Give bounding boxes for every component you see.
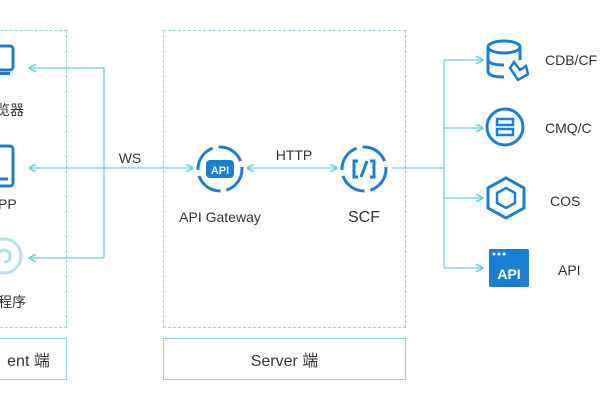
server-panel [163, 30, 406, 328]
message-queue-icon [485, 107, 525, 147]
api-gateway-icon: API [196, 145, 244, 193]
monitor-icon [0, 44, 15, 75]
http-label: HTTP [275, 147, 313, 163]
api-icon: API [489, 249, 529, 287]
phone-icon [0, 144, 15, 188]
client-item-label-browser: 览器 [0, 102, 24, 118]
database-icon [486, 39, 530, 82]
cos-icon [486, 176, 526, 220]
client-item-label-app: PP [0, 196, 17, 212]
client-panel [0, 30, 67, 328]
service-label-cdb: CDB/CF [545, 52, 598, 68]
api-gateway-label: API Gateway [179, 209, 261, 225]
client-item-label-mini-program: 程序 [0, 294, 26, 310]
client-footer: ent 端 [0, 338, 67, 380]
api-gateway-icon-text: API [211, 165, 229, 177]
scf-icon [340, 145, 388, 193]
ws-label: WS [118, 150, 142, 166]
service-label-cmq: CMQ/C [545, 120, 592, 136]
server-footer: Server 端 [163, 338, 406, 380]
client-footer-label: ent 端 [7, 353, 50, 370]
service-label-cos: COS [550, 193, 581, 209]
mini-program-icon [0, 237, 23, 275]
scf-label: SCF [348, 209, 380, 226]
server-footer-label: Server 端 [250, 353, 319, 370]
api-icon-text: API [497, 266, 520, 282]
service-label-api: API [558, 262, 581, 278]
